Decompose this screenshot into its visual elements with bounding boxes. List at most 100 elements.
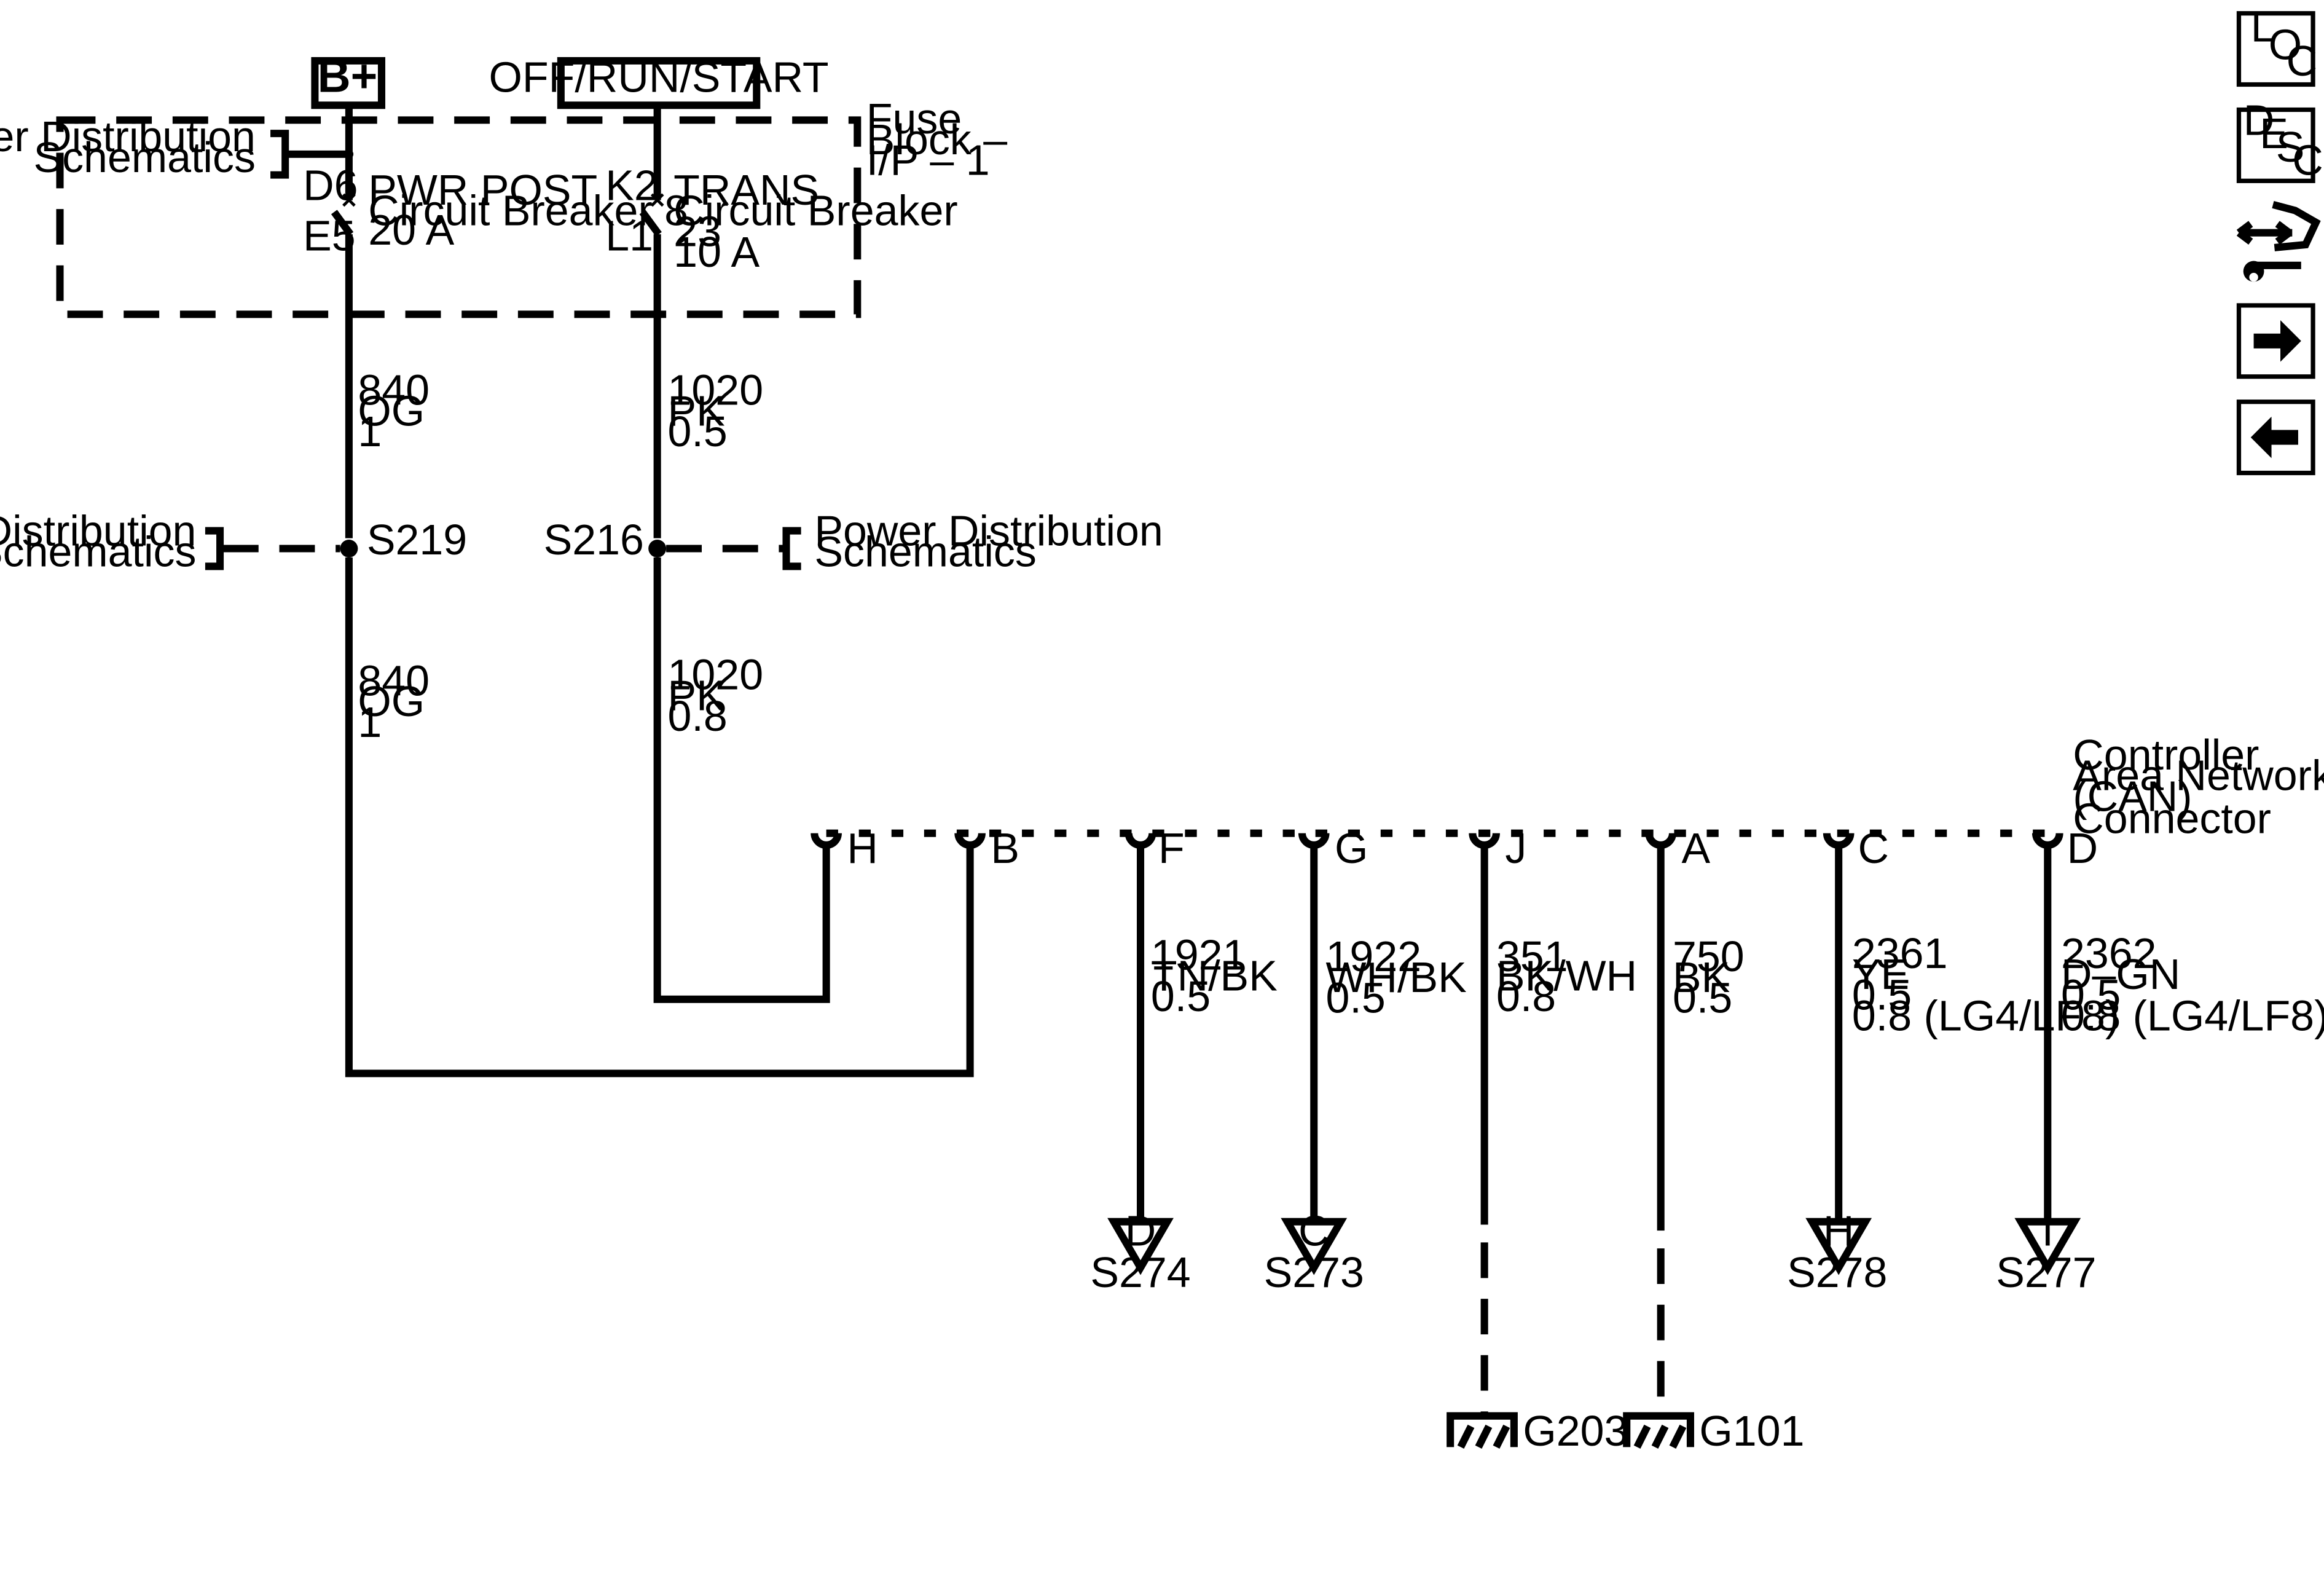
can-label-3: (CAN) — [2073, 772, 2192, 820]
svg-text:Power Distribution: Power Distribution — [0, 507, 196, 555]
svg-text:YE: YE — [1852, 950, 1909, 998]
can-pin-a: A 750 BK 0.5 G101 — [1623, 824, 1805, 1455]
prev-button[interactable] — [2236, 400, 2315, 476]
breaker-x-icon: × — [341, 186, 356, 215]
svg-text:TN/BK: TN/BK — [1151, 951, 1278, 999]
breaker-x-icon: × — [650, 186, 665, 215]
svg-text:S273: S273 — [1264, 1248, 1364, 1296]
svg-text:PK: PK — [668, 387, 725, 435]
svg-text:20 A: 20 A — [368, 206, 454, 254]
svg-text:C: C — [1858, 824, 1890, 872]
svg-text:J: J — [1505, 824, 1526, 872]
splice-ref-triangle-icon — [1805, 1218, 1872, 1275]
loc-button[interactable]: L O C — [2236, 3, 2318, 87]
svg-text:OG: OG — [358, 387, 425, 435]
fuse-block-label-3: I/P – 1 — [866, 136, 990, 184]
svg-text:840: 840 — [358, 656, 430, 704]
svg-text:PWR POST: PWR POST — [368, 166, 597, 214]
svg-text:0.5: 0.5 — [1151, 972, 1211, 1020]
svg-text:K2: K2 — [605, 162, 658, 210]
connector-wrench-icon[interactable] — [2236, 201, 2321, 282]
desc-button[interactable]: D E S C — [2236, 96, 2323, 184]
svg-text:D: D — [2067, 824, 2098, 872]
svg-text:H: H — [1823, 1207, 1855, 1254]
can-pin-h: H — [811, 824, 878, 872]
can-label-1: Controller — [2073, 731, 2259, 779]
svg-text:1020: 1020 — [668, 651, 764, 699]
svg-text:D: D — [2244, 96, 2275, 144]
svg-text:Schematics: Schematics — [814, 527, 1036, 575]
svg-text:0.5: 0.5 — [1673, 974, 1732, 1022]
svg-text:1922: 1922 — [1326, 932, 1422, 980]
svg-text:PK: PK — [668, 671, 725, 719]
svg-text:Schematics: Schematics — [0, 527, 196, 575]
can-pin-f: F 1921 TN/BK 0.5 D S274 — [1090, 824, 1278, 1296]
svg-text:F: F — [1158, 824, 1185, 872]
svg-text:S277: S277 — [1996, 1248, 2096, 1296]
ground-icon — [1623, 1412, 1694, 1449]
svg-text:D6: D6 — [303, 162, 358, 210]
svg-text:BK: BK — [1673, 953, 1730, 1001]
svg-text:0.8: 0.8 — [668, 692, 728, 740]
svg-text:S278: S278 — [1787, 1248, 1887, 1296]
can-label-4: Connector — [2073, 795, 2271, 843]
svg-text:G: G — [1335, 824, 1368, 872]
svg-text:I: I — [2042, 1207, 2054, 1254]
splice-s216: S216 Power Distribution Schematics — [544, 507, 1163, 576]
svg-text:2361: 2361 — [1852, 929, 1948, 977]
svg-text:H: H — [847, 824, 878, 872]
fuse-block-outline — [56, 116, 862, 318]
svg-text:1: 1 — [358, 408, 382, 455]
svg-text:Circuit Breaker: Circuit Breaker — [673, 187, 957, 235]
battery-label: B+ — [318, 50, 378, 102]
svg-text:0.5: 0.5 — [1326, 974, 1386, 1022]
svg-text:L: L — [2251, 3, 2275, 51]
svg-text:C: C — [1298, 1207, 1330, 1254]
svg-text:O: O — [2269, 20, 2302, 68]
splice-s219: S219 Power Distribution Schematics — [0, 507, 467, 576]
svg-text:TRANS: TRANS — [673, 166, 819, 214]
can-label-2: Area Network — [2073, 752, 2324, 800]
wire-label-840-upper: 840 OG 1 — [358, 366, 430, 456]
arrow-right-icon — [2253, 320, 2301, 362]
svg-text:A: A — [1681, 824, 1710, 872]
svg-text:1921: 1921 — [1151, 931, 1247, 979]
can-pin-g: G 1922 WH/BK 0.5 C S273 — [1264, 824, 1467, 1296]
svg-text:0.8 (LG4/LF8): 0.8 (LG4/LF8) — [2061, 991, 2324, 1039]
ignition-source: OFF/RUN/START — [489, 53, 829, 109]
svg-text:Schematics: Schematics — [33, 133, 255, 181]
svg-text:E: E — [2259, 109, 2288, 157]
fuse-block-label-1: Fuse — [866, 95, 962, 143]
splice-ref-triangle-icon — [1107, 1218, 1174, 1275]
svg-text:0.5: 0.5 — [2061, 971, 2121, 1019]
svg-text:BK/WH: BK/WH — [1496, 951, 1637, 999]
battery-source: B+ — [311, 50, 386, 109]
fuse-block-label-2: Block – — [866, 116, 1007, 163]
can-pin-c: C 2361 YE 0.5 0.8 (LG4/LF8) H S278 — [1787, 824, 2119, 1296]
svg-text:Power Distribution: Power Distribution — [0, 112, 256, 160]
can-pin-j: J 351 BK/WH 0.8 G203 — [1447, 824, 1637, 1455]
svg-text:S: S — [2276, 123, 2305, 171]
svg-text:0.8 (LG4/LF8): 0.8 (LG4/LF8) — [1852, 991, 2119, 1039]
svg-text:Power Distribution: Power Distribution — [814, 507, 1163, 555]
svg-text:10 A: 10 A — [673, 228, 760, 276]
next-button[interactable] — [2236, 303, 2315, 379]
svg-text:C: C — [2287, 37, 2318, 85]
svg-text:2362: 2362 — [2061, 929, 2157, 977]
wire-1020-lower: 1020 PK 0.8 — [653, 557, 830, 1003]
svg-text:351: 351 — [1496, 932, 1568, 980]
can-pin-b: B — [954, 824, 1019, 872]
svg-text:C: C — [2292, 136, 2323, 184]
svg-text:0.5: 0.5 — [668, 408, 728, 455]
svg-text:D–GN: D–GN — [2061, 950, 2180, 998]
svg-text:E5: E5 — [303, 212, 356, 260]
svg-text:G203: G203 — [1523, 1407, 1628, 1455]
wire-840-lower: 840 OG 1 — [345, 557, 974, 1077]
svg-text:D: D — [1125, 1207, 1156, 1254]
svg-text:WH/BK: WH/BK — [1326, 953, 1467, 1001]
can-pin-d: D 2362 D–GN 0.5 0.8 (LG4/LF8) I S277 — [1996, 824, 2324, 1296]
svg-text:S219: S219 — [367, 516, 467, 564]
wire-label-1020-upper: 1020 PK 0.5 — [668, 366, 764, 456]
svg-text:0.5: 0.5 — [1852, 971, 1912, 1019]
